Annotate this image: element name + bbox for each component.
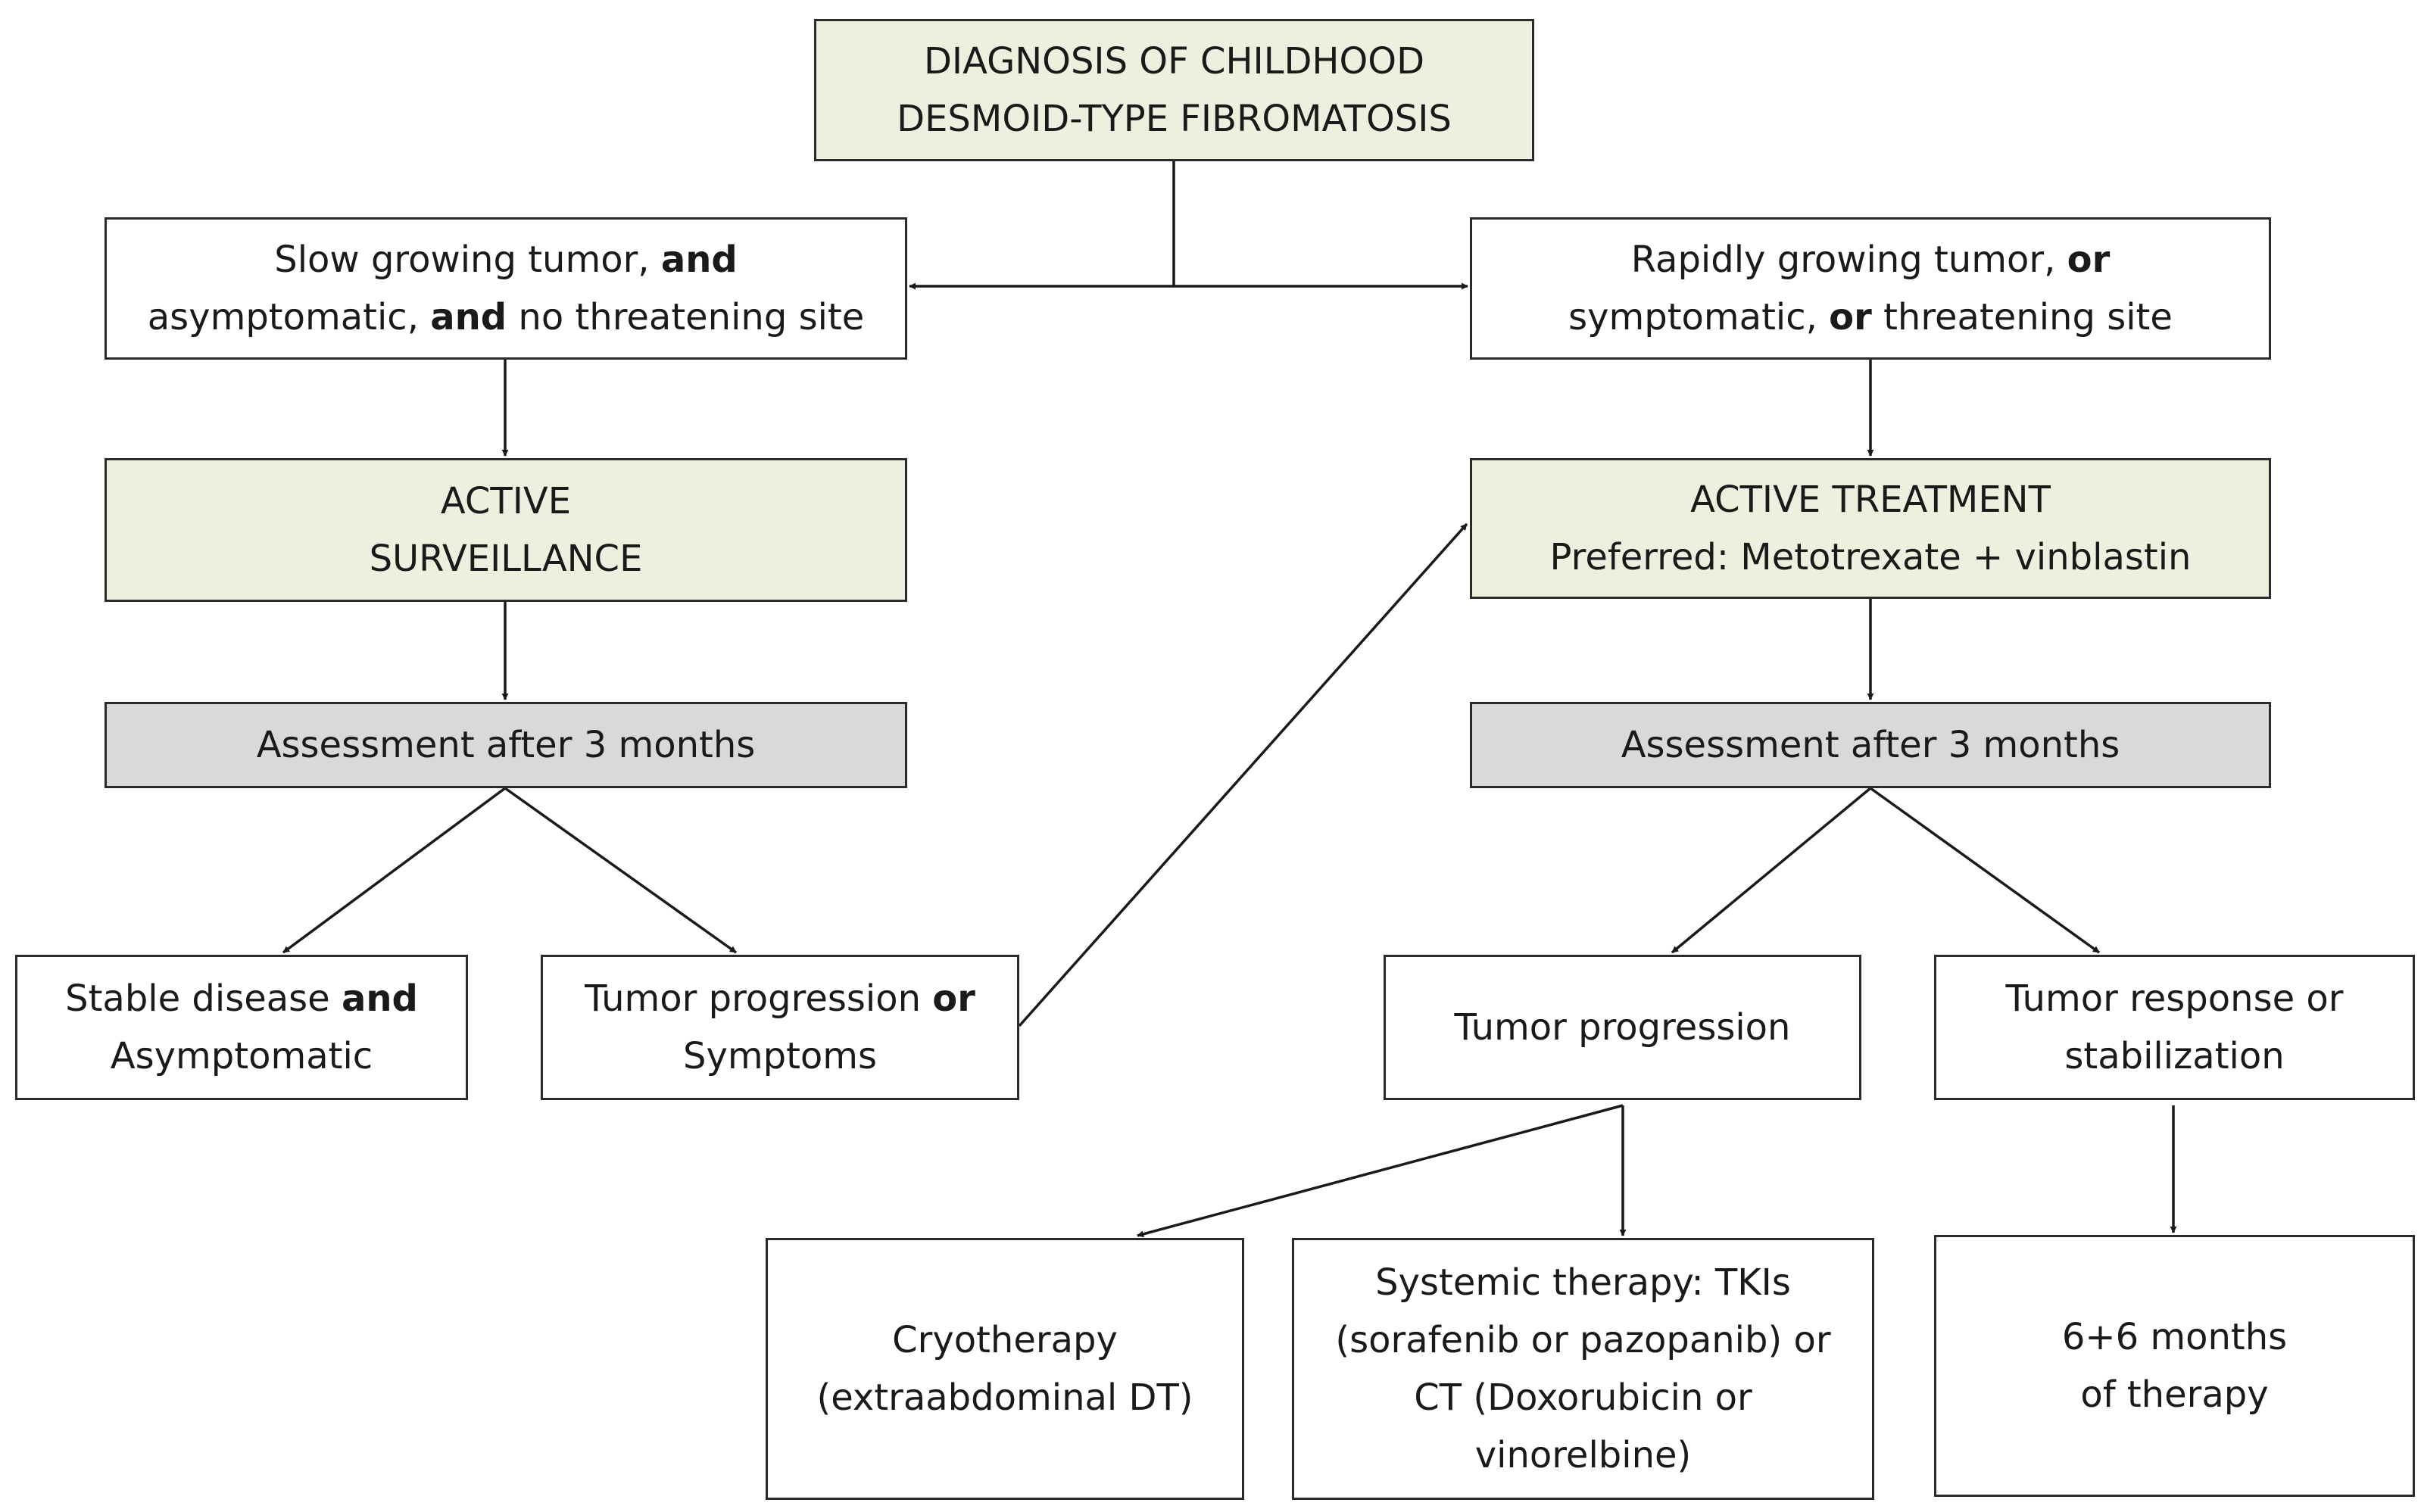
text-segment: Rapidly growing tumor, xyxy=(1630,238,2067,281)
six-plus-six-months-box: 6+6 months of therapy xyxy=(1934,1235,2415,1497)
node-text-line: Slow growing tumor, and xyxy=(274,231,737,288)
node-text-line: asymptomatic, and no threatening site xyxy=(148,288,865,346)
node-text-line: Assessment after 3 months xyxy=(1621,724,2120,766)
bold-connector-word: and xyxy=(430,296,507,338)
bold-connector-word: and xyxy=(660,238,738,281)
node-text-line: CT (Doxorubicin or xyxy=(1414,1376,1752,1419)
tumor-response-box: Tumor response or stabilization xyxy=(1934,955,2415,1100)
node-text-line: (sorafenib or pazopanib) or xyxy=(1335,1319,1831,1361)
node-text-line: Asymptomatic xyxy=(111,1027,373,1085)
arrow-assessment-to-stable xyxy=(282,787,507,954)
node-text-line: Cryotherapy xyxy=(892,1319,1118,1361)
active-surveillance-box: ACTIVE SURVEILLANCE xyxy=(105,458,907,602)
text-segment: Symptoms xyxy=(682,1035,878,1077)
diagnosis-box: DIAGNOSIS OF CHILDHOOD DESMOID-TYPE FIBRO… xyxy=(814,19,1534,161)
node-text-line: Systemic therapy: TKIs xyxy=(1375,1261,1791,1304)
text-segment: symptomatic, xyxy=(1568,296,1830,338)
cryotherapy-box: Cryotherapy (extraabdominal DT) xyxy=(766,1238,1244,1500)
node-text-line: stabilization xyxy=(2064,1035,2285,1077)
node-text-line: (extraabdominal DT) xyxy=(816,1376,1193,1419)
tumor-progression-box: Tumor progression xyxy=(1384,955,1861,1100)
bold-connector-word: or xyxy=(932,977,975,1020)
arrow-progression-to-cryotherapy xyxy=(1137,1104,1624,1238)
node-text-line: ACTIVE TREATMENT xyxy=(1690,479,2051,521)
node-text-line: Rapidly growing tumor, or xyxy=(1631,231,2111,288)
text-segment: Stable disease xyxy=(65,977,342,1020)
node-text-line: Symptoms xyxy=(683,1027,877,1085)
bold-connector-word: or xyxy=(1829,296,1872,338)
node-text-line: 6+6 months xyxy=(2061,1316,2288,1358)
systemic-therapy-box: Systemic therapy: TKIs (sorafenib or pazo… xyxy=(1292,1238,1874,1500)
arrow-progression-symptoms-to-treatment xyxy=(1018,522,1468,1027)
text-segment: asymptomatic, xyxy=(147,296,431,338)
arrow-assessment-to-response xyxy=(1869,787,2101,954)
active-treatment-box: ACTIVE TREATMENT Preferred: Metotrexate +… xyxy=(1470,458,2271,599)
text-segment: Slow growing tumor, xyxy=(274,238,661,281)
arrow-assessment-to-progression xyxy=(1671,787,1872,954)
node-text-line: Stable disease and xyxy=(65,970,418,1027)
node-text-line: DIAGNOSIS OF CHILDHOOD xyxy=(923,40,1425,83)
node-text-line: vinorelbine) xyxy=(1474,1434,1692,1476)
text-segment: Asymptomatic xyxy=(110,1035,373,1077)
node-text-line: Preferred: Metotrexate + vinblastin xyxy=(1549,536,2192,578)
node-text-line: SURVEILLANCE xyxy=(369,538,643,580)
text-segment: threatening site xyxy=(1871,296,2173,338)
bold-connector-word: or xyxy=(2067,238,2111,281)
assessment-right-box: Assessment after 3 months xyxy=(1470,702,2271,788)
assessment-left-box: Assessment after 3 months xyxy=(105,702,907,788)
node-text-line: DESMOID-TYPE FIBROMATOSIS xyxy=(897,98,1452,140)
node-text-line: ACTIVE xyxy=(440,480,572,522)
node-text-line: Tumor response or xyxy=(2005,977,2344,1020)
node-text-line: Tumor progression or xyxy=(585,970,975,1027)
node-text-line: Tumor progression xyxy=(1454,1006,1791,1049)
text-segment: Tumor progression xyxy=(585,977,933,1020)
bold-connector-word: and xyxy=(341,977,418,1020)
node-text-line: symptomatic, or threatening site xyxy=(1568,288,2173,346)
arrow-assessment-to-progression-symptoms xyxy=(504,787,738,954)
node-text-line: of therapy xyxy=(2080,1373,2269,1416)
node-text-line: Assessment after 3 months xyxy=(256,724,756,766)
text-segment: no threatening site xyxy=(507,296,865,338)
